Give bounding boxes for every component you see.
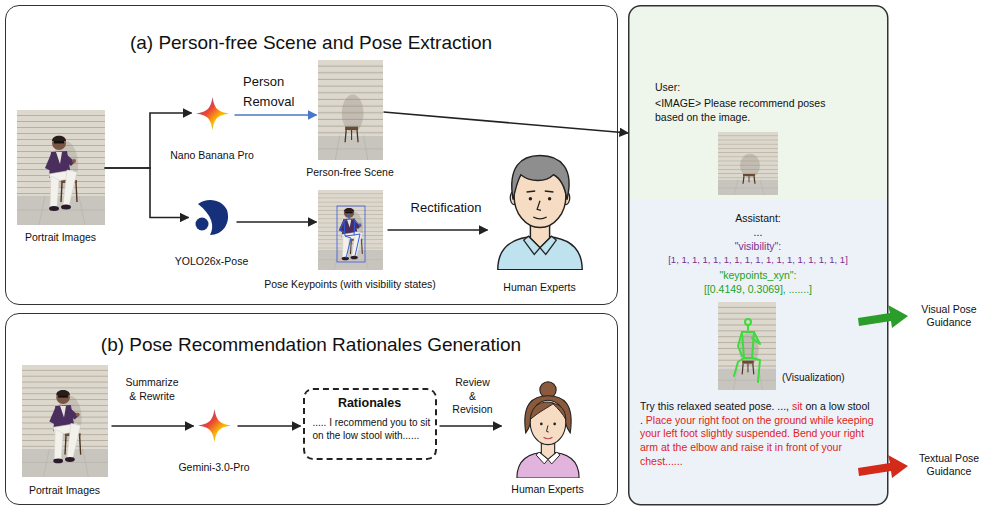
panel-title: (b) Pose Recommendation Rationales Gener… — [6, 334, 616, 357]
image-node: Pose Keypoints (with visibility states) — [318, 190, 383, 270]
user-turn: User: <IMAGE> Please recommend poses base… — [628, 5, 888, 200]
box-body: ..... I recommend you to sit on the low … — [313, 416, 431, 442]
panel-title: (a) Person-free Scene and Pose Extractio… — [6, 32, 616, 55]
edge-label: Review & Revision — [451, 376, 494, 417]
guidance-highlight: Place your right foot on the ground whil… — [640, 414, 874, 467]
speaker-label: User: — [655, 81, 755, 94]
ellipsis-text: ... — [628, 226, 888, 239]
image-node: Portrait Images — [17, 110, 105, 225]
image-caption: Portrait Images — [5, 484, 125, 497]
guidance-paragraph: Try this relaxed seated pose. ...,siton … — [640, 400, 880, 468]
expert-node: Human Experts — [505, 378, 591, 478]
assistant-turn: Assistant:..."visibility":[1, 1, 1, 1, 1… — [628, 200, 888, 505]
image-caption: Portrait Images — [1, 231, 121, 244]
guidance-highlight: sit — [792, 400, 803, 412]
edge-label: Summarize & Rewrite — [123, 376, 181, 403]
model-name: Nano Banana Pro — [170, 149, 255, 162]
prompt-text: <IMAGE> Please recommend poses based on … — [655, 97, 845, 124]
box-heading: Rationales — [305, 396, 435, 411]
stage-panel: Portrait ImagesGemini-3.0-ProRationales.… — [5, 313, 618, 505]
speaker-label: Assistant: — [628, 212, 888, 225]
image-node: Person-free Scene — [318, 60, 383, 160]
json-key: "keypoints_xyn": — [628, 269, 888, 282]
image-caption: Person-free Scene — [298, 166, 403, 179]
guidance-label: Textual Pose Guidance — [903, 452, 995, 477]
json-key: "visibility": — [628, 240, 888, 253]
model-name: YOLO26x-Pose — [167, 255, 257, 268]
model-node: YOLO26x-Pose — [192, 200, 232, 236]
json-value: [1, 1, 1, 1, 1, 1, 1, 1, 1, 1, 1, 1, 1, … — [628, 254, 888, 265]
edge-label: Person Removal — [243, 72, 305, 112]
guidance-label: Visual Pose Guidance — [903, 303, 995, 328]
image-node: Portrait Images — [22, 365, 108, 477]
expert-caption: Human Experts — [490, 483, 606, 496]
model-node: Gemini-3.0-Pro — [197, 408, 232, 443]
expert-caption: Human Experts — [482, 281, 598, 294]
json-value: [[0.4149, 0.3069], .......] — [628, 283, 888, 296]
image-caption: Pose Keypoints (with visibility states) — [263, 278, 438, 291]
model-node: Nano Banana Pro — [195, 96, 230, 131]
chat-panel-border — [629, 6, 888, 505]
guidance-text: Try this relaxed seated pose. ..., — [640, 400, 789, 412]
expert-node: Human Experts — [492, 140, 588, 270]
rationale-box: Rationales ..... I recommend you to sit o… — [303, 388, 437, 460]
model-name: Gemini-3.0-Pro — [167, 461, 262, 474]
stage-panel: Portrait ImagesNano Banana ProPerson-fre… — [5, 5, 618, 305]
image-caption: (Visualization) — [782, 372, 872, 384]
edge-label: Rectification — [398, 200, 494, 216]
